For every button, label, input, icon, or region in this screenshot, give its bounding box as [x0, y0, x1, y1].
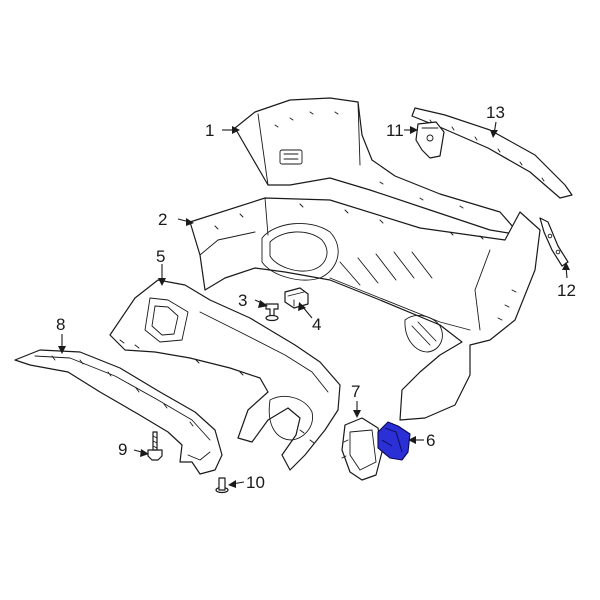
part-5-lower-valance	[109, 279, 341, 471]
callout-12: 12	[557, 281, 576, 300]
callout-5: 5	[156, 247, 165, 266]
leader-lines	[58, 121, 570, 488]
callout-7: 7	[351, 382, 360, 401]
callout-1: 1	[205, 121, 214, 140]
part-3-push-pin	[265, 303, 279, 322]
callout-3: 3	[238, 291, 247, 310]
part-10-push-pin	[215, 477, 229, 494]
callout-10: 10	[246, 473, 265, 492]
callout-6: 6	[426, 431, 435, 450]
part-11-bracket	[415, 121, 445, 159]
part-7-reflector-bracket	[341, 417, 383, 481]
part-12-side-bracket	[539, 217, 569, 267]
part-8-lower-trim-strip	[14, 349, 223, 475]
part-2-main-bumper-cover	[189, 197, 541, 421]
part-9-bolt	[147, 431, 163, 461]
callout-13: 13	[486, 103, 505, 122]
callout-2: 2	[158, 210, 167, 229]
part-6-highlighted-component	[377, 421, 411, 461]
callout-9: 9	[118, 440, 127, 459]
callout-labels: 1 2 3 4 5 6 7 8 9 10 11 12 13	[56, 103, 576, 492]
part-4-clip	[284, 287, 309, 309]
callout-4: 4	[312, 315, 321, 334]
part-1-upper-bumper-cover	[234, 97, 521, 236]
callout-11: 11	[386, 121, 404, 140]
callout-8: 8	[56, 315, 65, 334]
